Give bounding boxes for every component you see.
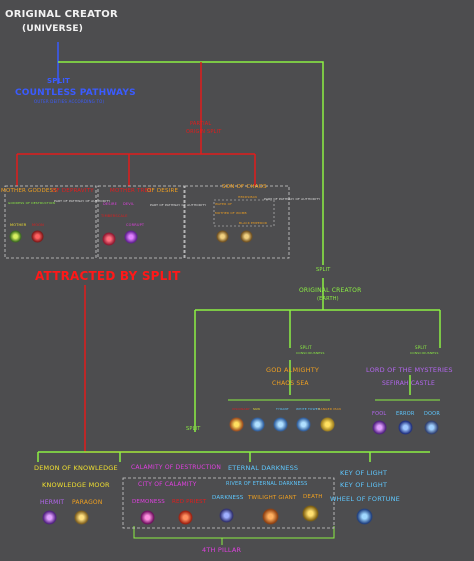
lm-icon-label-0: FOOL [372, 411, 387, 417]
hanged-man-icon [320, 417, 335, 432]
split-left-label: SPLIT [300, 345, 312, 350]
earth-split-label: SPLIT [316, 267, 331, 273]
death-icon [302, 505, 319, 522]
twilight-giant-label: TWILIGHT GIANT [248, 495, 297, 501]
split-left-sub: CONSCIOUSNESS [296, 351, 325, 355]
mother-goddess-label: MOTHER GODDESS [1, 188, 57, 194]
twilight-giant-icon [262, 508, 279, 525]
wheel-of-fortune: WHEEL OF FORTUNE [330, 495, 400, 503]
countless-pathways: COUNTLESS PATHWAYS [15, 88, 136, 98]
ga-icon-label-4: HANGED MAN [318, 407, 341, 411]
mg-icon1-label: MOTHER [10, 223, 27, 227]
ga-icon-label-3: WHITE TOWER [296, 407, 321, 411]
door-icon [424, 420, 439, 435]
knowledge-moor: KNOWLEDGE MOOR [42, 481, 110, 489]
of-desire-label: OF DESIRE [147, 188, 179, 194]
attracted-by-split: ATTRACTED BY SPLIT [35, 269, 181, 283]
demon-of-knowledge: DEMON OF KNOWLEDGE [34, 464, 118, 472]
sefirah-castle-label: SEFIRAH CASTLE [382, 380, 435, 387]
ga-icon-label-0: VISIONARY [232, 407, 250, 411]
soc-sub2: MOTHER OF WOMB [215, 211, 247, 215]
paragon-label: PARAGON [72, 499, 103, 506]
of-depravity-label: OF DEPRAVITY [52, 188, 94, 194]
sun-icon [250, 417, 265, 432]
control-icon [216, 230, 229, 243]
mg-icon2-label: MOON [32, 223, 44, 227]
demoness-icon [140, 510, 155, 525]
mt-icon2-label: DEVIL [123, 202, 135, 206]
split-right-sub: CONSCIOUSNESS [410, 351, 439, 355]
lm-icon-label-2: DOOR [424, 411, 440, 417]
red-priest-icon [178, 510, 193, 525]
son-of-chaos-label: SON OF CHAOS [222, 184, 267, 190]
mg-sub-destruction: GODDESS OF DESTRUCTION [8, 201, 56, 205]
split-label: SPLIT [47, 77, 71, 85]
ga-icon-label-2: TYRANT [276, 407, 289, 411]
fool-icon [372, 420, 387, 435]
mg-part-pathway: PART OF PATHWAY OF AUTHORITY [54, 199, 111, 203]
devil-icon [124, 230, 138, 244]
eternal-darkness: ETERNAL DARKNESS [228, 464, 299, 472]
paragon-icon [74, 510, 89, 525]
partial-label: PARTIAL [190, 121, 212, 127]
soc-sub3: HERDSMAN [238, 195, 257, 199]
darkness-label: DARKNESS [212, 495, 244, 501]
red-priest-label: RED PRIEST [172, 499, 207, 505]
key-of-light-2: KEY OF LIGHT [340, 481, 388, 489]
soc-sub1: WATER OF [215, 202, 233, 206]
error-icon [398, 420, 413, 435]
visionary-icon [229, 417, 244, 432]
ga-icon-label-1: SUN [253, 407, 260, 411]
split-right-label: SPLIT [415, 345, 427, 350]
demoness-label: DEMONESS [132, 499, 165, 505]
death-label: DEATH [303, 494, 323, 500]
soc-part-pathway: PART OF PATHWAY OF AUTHORITY [264, 197, 321, 201]
darkness-icon [219, 508, 234, 523]
soc-sub4: BLACK EMPEROR [239, 221, 268, 225]
mother-tree-label: MOTHER TREE [110, 188, 152, 194]
city-of-calamity: CITY OF CALAMITY [138, 481, 197, 488]
mt-sub2: CORRUPT [126, 223, 145, 227]
lord-of-mysteries-label: LORD OF THE MYSTERIES [366, 366, 453, 374]
hermit-label: HERMIT [40, 499, 65, 506]
calamity-of-destruction: CALAMITY OF DESTRUCTION [131, 464, 222, 471]
earth-title-line2: (EARTH) [317, 296, 339, 302]
lm-icon-label-1: ERROR [396, 411, 415, 417]
wheel-of-fortune-icon [356, 508, 373, 525]
origin-split-label: ORIGIN SPLIT [186, 129, 222, 135]
split-bottom-label: SPLIT [186, 426, 201, 432]
countless-sub: OUTER DEITIES ACCORDING TO) [34, 99, 105, 104]
moon-icon [31, 230, 44, 243]
earth-title-line1: ORIGINAL CREATOR [299, 287, 362, 294]
river-of-eternal-darkness: RIVER OF ETERNAL DARKNESS [226, 481, 308, 487]
tyrant-icon [273, 417, 288, 432]
chaos-sea-label: CHAOS SEA [272, 380, 309, 387]
hermit-icon [42, 510, 57, 525]
desire-icon [102, 232, 116, 246]
origin-title-line1: ORIGINAL CREATOR [5, 9, 118, 20]
fourth-pillar-label: 4TH PILLAR [202, 546, 242, 554]
mt-part-pathway: PART OF PATHWAY OF AUTHORITY [150, 203, 207, 207]
black-emperor-icon [240, 230, 253, 243]
mt-icon1-label: DESIRE [103, 202, 118, 206]
mother-icon [9, 230, 22, 243]
origin-title-line2: (UNIVERSE) [22, 24, 84, 34]
key-of-light-1: KEY OF LIGHT [340, 469, 388, 477]
god-almighty-label: GOD ALMIGHTY [266, 366, 320, 374]
mt-sub1: TIMBERSCALE [101, 214, 128, 218]
white-tower-icon [296, 417, 311, 432]
